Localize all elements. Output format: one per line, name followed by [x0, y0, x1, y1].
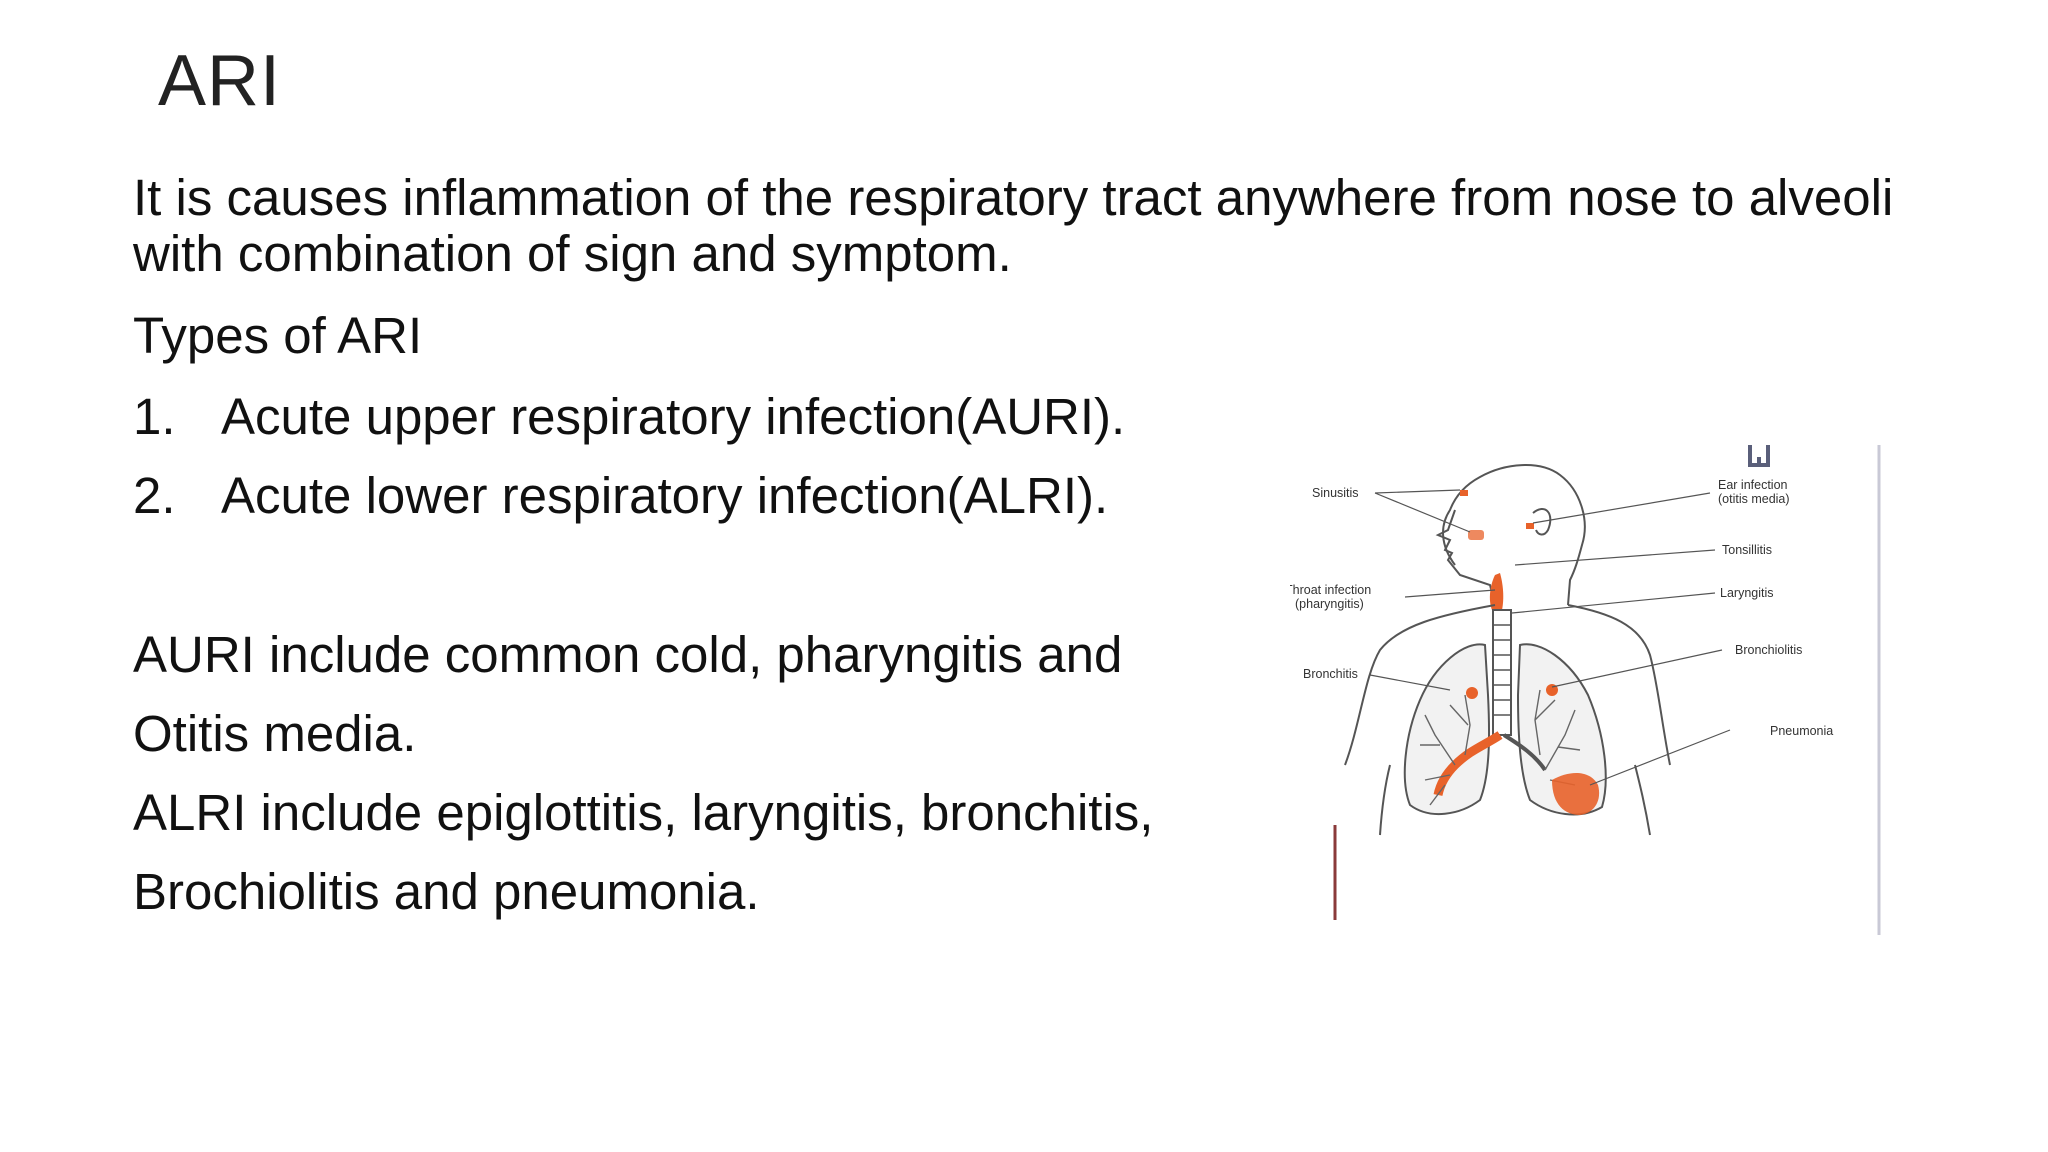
bronchiolitis-mark-left	[1466, 687, 1478, 699]
list-text: Acute lower respiratory infection(ALRI).	[221, 467, 1109, 524]
auri-line-2: Otitis media.	[133, 705, 417, 762]
intro-paragraph: It is causes inflammation of the respira…	[133, 169, 1894, 282]
leader-lines	[1369, 489, 1731, 786]
trachea-rings	[1493, 624, 1511, 716]
list-number: 1.	[133, 388, 176, 445]
label-bronchitis: Bronchitis	[1303, 667, 1358, 681]
sinus-mark-1	[1460, 490, 1468, 496]
ear-infection-mark	[1526, 523, 1534, 529]
types-heading: Types of ARI	[133, 307, 423, 364]
label-pneumonia: Pneumonia	[1770, 724, 1833, 738]
bronchi-right	[1502, 733, 1547, 772]
head-outline	[1442, 464, 1586, 606]
list-item: 2. Acute lower respiratory infection(ALR…	[133, 468, 1108, 524]
alri-line-1: ALRI include epiglottitis, laryngitis, b…	[133, 784, 1154, 841]
logo-icon	[1748, 445, 1770, 467]
label-throat-infection-2: (pharyngitis)	[1295, 597, 1364, 611]
label-laryngitis: Laryngitis	[1720, 586, 1774, 600]
slide-title: ARI	[158, 41, 282, 121]
ear-outline	[1532, 508, 1552, 536]
left-lung	[1403, 643, 1491, 816]
label-bronchiolitis: Bronchiolitis	[1735, 643, 1802, 657]
alri-line-2: Brochiolitis and pneumonia.	[133, 863, 760, 920]
sinus-mark-2	[1468, 530, 1484, 540]
right-lung	[1516, 643, 1607, 816]
arm-left	[1379, 764, 1391, 836]
throat-mark	[1489, 573, 1504, 610]
arm-right	[1634, 764, 1651, 836]
list-number: 2.	[133, 467, 176, 524]
respiratory-tract-diagram: Sinusitis Ear infection (otitis media) T…	[1285, 435, 1890, 935]
body-outline-left	[1344, 604, 1496, 766]
bronchiolitis-mark-right	[1546, 684, 1558, 696]
list-item: 1. Acute upper respiratory infection(AUR…	[133, 389, 1125, 445]
label-ear-infection-2: (otitis media)	[1718, 492, 1790, 506]
auri-line-1: AURI include common cold, pharyngitis an…	[133, 626, 1123, 683]
body-outline-right	[1567, 604, 1671, 766]
respiratory-diagram-svg: Sinusitis Ear infection (otitis media) T…	[1285, 445, 1881, 935]
label-throat-infection-1: Throat infection	[1290, 583, 1371, 597]
trachea	[1492, 609, 1512, 736]
list-text: Acute upper respiratory infection(AURI).	[221, 388, 1126, 445]
pneumonia-region	[1552, 773, 1600, 815]
label-tonsillitis: Tonsillitis	[1722, 543, 1772, 557]
face-profile	[1435, 509, 1496, 606]
label-ear-infection-1: Ear infection	[1718, 478, 1788, 492]
bronchial-tree	[1420, 689, 1581, 806]
label-sinusitis: Sinusitis	[1312, 486, 1359, 500]
